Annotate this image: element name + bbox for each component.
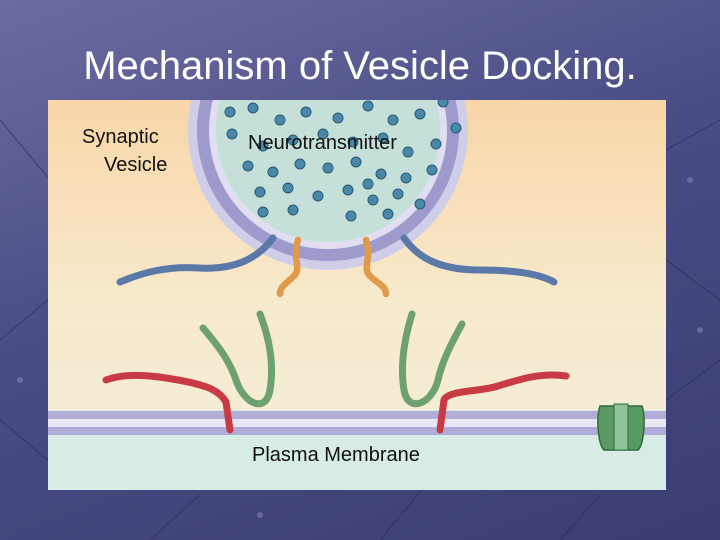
vesicle-linker-right — [362, 236, 390, 298]
membrane-protein-left — [102, 371, 234, 434]
vesicle-docking-figure: Synaptic Vesicle Neurotransmitter Plasma… — [48, 100, 666, 490]
slide-title: Mechanism of Vesicle Docking. — [83, 44, 637, 88]
synaptic-vesicle-label-line2: Vesicle — [104, 154, 168, 176]
snare-complex-right — [398, 310, 466, 408]
vesicle-linker-left — [276, 236, 302, 298]
snare-complex-left — [199, 310, 276, 408]
vesicle-protein-right — [400, 234, 558, 286]
plasma-membrane — [48, 410, 666, 490]
plasma-membrane-label: Plasma Membrane — [252, 444, 420, 466]
neurotransmitter-label: Neurotransmitter — [248, 132, 397, 154]
docking-diagram — [48, 100, 666, 490]
synaptic-vesicle-label-line1: Synaptic — [82, 126, 159, 148]
membrane-channel-protein — [597, 403, 645, 451]
vesicle-protein-left — [116, 234, 277, 286]
membrane-protein-right — [436, 371, 570, 434]
neurotransmitter-molecules — [224, 100, 462, 222]
